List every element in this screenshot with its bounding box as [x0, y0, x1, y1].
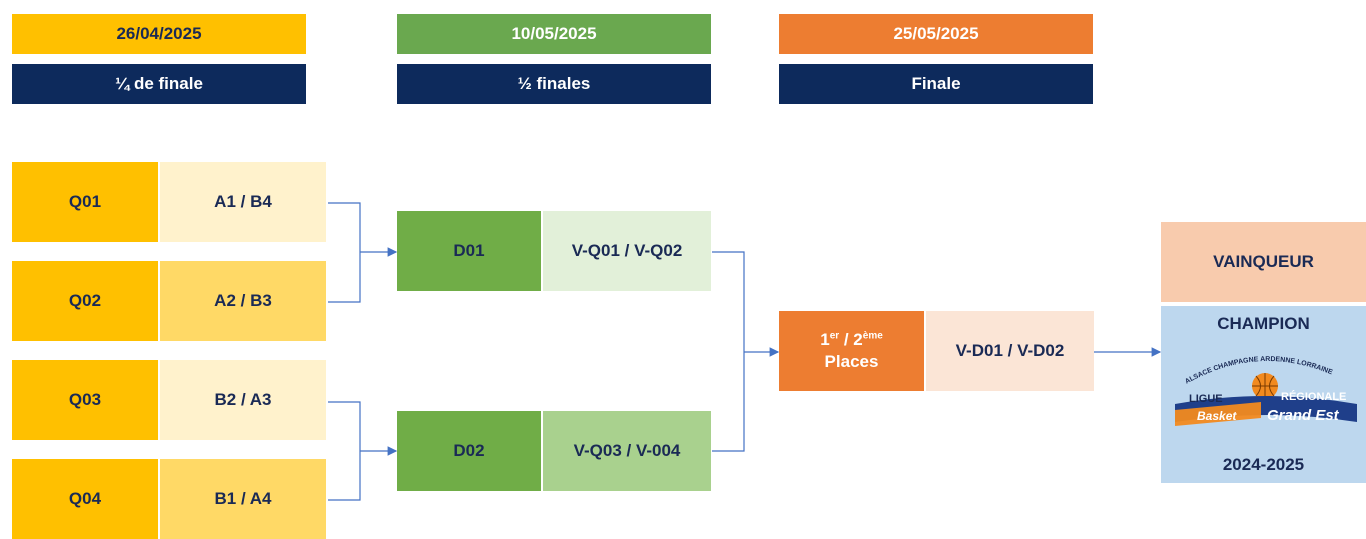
final-places-label: 1er / 2ème Places	[779, 311, 924, 391]
match-code-q02: Q02	[12, 261, 158, 341]
season-label: 2024-2025	[1222, 455, 1305, 474]
match-teams-q03: B2 / A3	[160, 360, 326, 440]
quarter-round-label: ¼ de finale	[12, 64, 306, 104]
match-teams-d01: V-Q01 / V-Q02	[543, 211, 711, 291]
match-code-q01: Q01	[12, 162, 158, 242]
match-teams-q01: A1 / B4	[160, 162, 326, 242]
semi-round-label: ½ finales	[397, 64, 711, 104]
final-places-line2: Places	[824, 352, 879, 371]
match-code-q03: Q03	[12, 360, 158, 440]
logo-grand-est: Grand Est	[1267, 407, 1340, 424]
connector-d01-d02	[712, 251, 778, 452]
logo-regionale: RÉGIONALE	[1281, 390, 1346, 403]
match-code-d02: D02	[397, 411, 541, 491]
logo-basket: Basket	[1197, 409, 1237, 423]
champion-label: CHAMPION	[1217, 314, 1310, 333]
final-places-line1: 1er / 2ème	[820, 330, 883, 349]
match-teams-q02: A2 / B3	[160, 261, 326, 341]
connector-q01-q02	[328, 202, 396, 303]
final-date: 25/05/2025	[779, 14, 1093, 54]
match-code-d01: D01	[397, 211, 541, 291]
league-logo: ALSACE CHAMPAGNE ARDENNE LORRAINE LIGUE …	[1175, 356, 1357, 426]
quarter-date: 26/04/2025	[12, 14, 306, 54]
logo-ligue: LIGUE	[1189, 393, 1223, 405]
match-teams-q04: B1 / A4	[160, 459, 326, 539]
winner-label: VAINQUEUR	[1161, 222, 1366, 302]
final-teams: V-D01 / V-D02	[926, 311, 1094, 391]
champion-panel: CHAMPION ALSACE CHAMPAGNE ARDENNE LORRAI…	[1161, 306, 1366, 483]
final-round-label: Finale	[779, 64, 1093, 104]
match-code-q04: Q04	[12, 459, 158, 539]
match-teams-d02: V-Q03 / V-004	[543, 411, 711, 491]
connector-q03-q04	[328, 401, 396, 501]
semi-date: 10/05/2025	[397, 14, 711, 54]
